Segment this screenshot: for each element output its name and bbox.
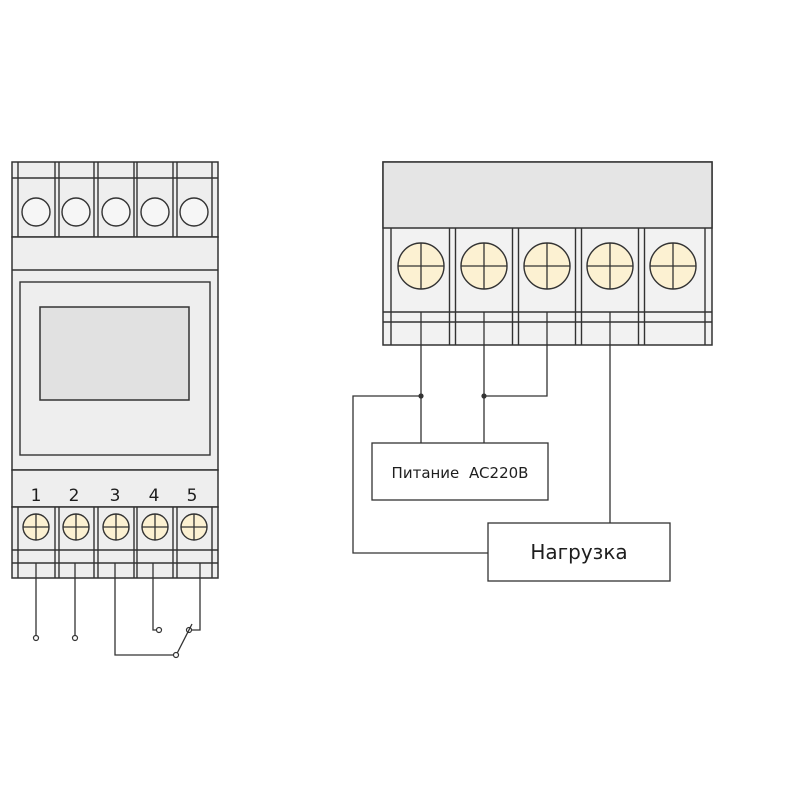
wire-terminal-3-bridge xyxy=(484,312,548,397)
contact-terminal-2 xyxy=(71,634,79,642)
screw-terminal-3 xyxy=(523,242,571,290)
terminal-number-5: 5 xyxy=(187,486,198,506)
power-supply-box: Питание AC220B xyxy=(371,442,549,501)
wire-terminal-5 xyxy=(191,563,201,631)
screw-terminal-1 xyxy=(397,242,445,290)
terminal-block-top-strip xyxy=(382,161,713,229)
wire-terminal-3 xyxy=(114,563,174,656)
screw-terminal-5 xyxy=(649,242,697,290)
switch-lever xyxy=(176,623,193,653)
terminal-block-dividers xyxy=(390,228,706,345)
screw-cross-icon xyxy=(650,243,696,289)
connection-wires xyxy=(352,312,611,554)
bottom-screw-terminal-5 xyxy=(180,513,208,541)
bottom-terminal-dividers xyxy=(17,507,213,578)
load-label: Нагрузка xyxy=(530,540,627,564)
top-terminal-block xyxy=(11,161,219,238)
top-screw-hole-3 xyxy=(101,197,131,227)
screw-cross-icon xyxy=(461,243,507,289)
terminal-number-3: 3 xyxy=(110,486,121,506)
top-screw-hole-1 xyxy=(21,197,51,227)
screw-cross-icon xyxy=(587,243,633,289)
load-frame xyxy=(487,522,671,582)
terminal-number-2: 2 xyxy=(69,486,80,506)
top-screw-hole-2 xyxy=(61,197,91,227)
wire-power-to-load xyxy=(352,395,488,554)
screw-terminal-4 xyxy=(586,242,634,290)
top-screw-hole-5 xyxy=(179,197,209,227)
power-supply-frame xyxy=(371,442,549,501)
screw-cross-icon xyxy=(103,514,129,540)
power-supply-label: Питание AC220B xyxy=(392,464,529,482)
screw-cross-icon xyxy=(142,514,168,540)
screw-cross-icon xyxy=(181,514,207,540)
screw-cross-icon xyxy=(63,514,89,540)
terminal-block xyxy=(382,161,713,346)
timer-module-front-view: 1 2 3 4 5 xyxy=(11,161,219,659)
screw-cross-icon xyxy=(23,514,49,540)
junction-node-1 xyxy=(418,393,424,399)
screw-cross-icon xyxy=(524,243,570,289)
terminal-number-1: 1 xyxy=(31,486,42,506)
switch-contact-4 xyxy=(155,626,163,634)
top-terminal-dividers xyxy=(17,162,213,237)
bottom-screw-terminal-2 xyxy=(62,513,90,541)
switch-common-contact xyxy=(172,651,180,659)
screw-cross-icon xyxy=(398,243,444,289)
bottom-screw-terminal-4 xyxy=(141,513,169,541)
lcd-display xyxy=(39,306,190,401)
contact-terminal-1 xyxy=(32,634,40,642)
module-body xyxy=(11,236,219,471)
terminal-block-wiring-view: Питание AC220B Нагрузка xyxy=(352,161,713,582)
bottom-screw-terminal-1 xyxy=(22,513,50,541)
screw-terminal-2 xyxy=(460,242,508,290)
terminal-label-strip xyxy=(11,469,219,508)
terminal-number-4: 4 xyxy=(149,486,160,506)
bottom-screw-terminal-3 xyxy=(102,513,130,541)
load-box: Нагрузка xyxy=(487,522,671,582)
module-wiring xyxy=(32,563,201,659)
junction-node-2 xyxy=(481,393,487,399)
top-screw-hole-4 xyxy=(140,197,170,227)
terminal-number-row: 1 2 3 4 5 xyxy=(11,469,219,508)
wire-terminal-4 xyxy=(152,563,157,631)
